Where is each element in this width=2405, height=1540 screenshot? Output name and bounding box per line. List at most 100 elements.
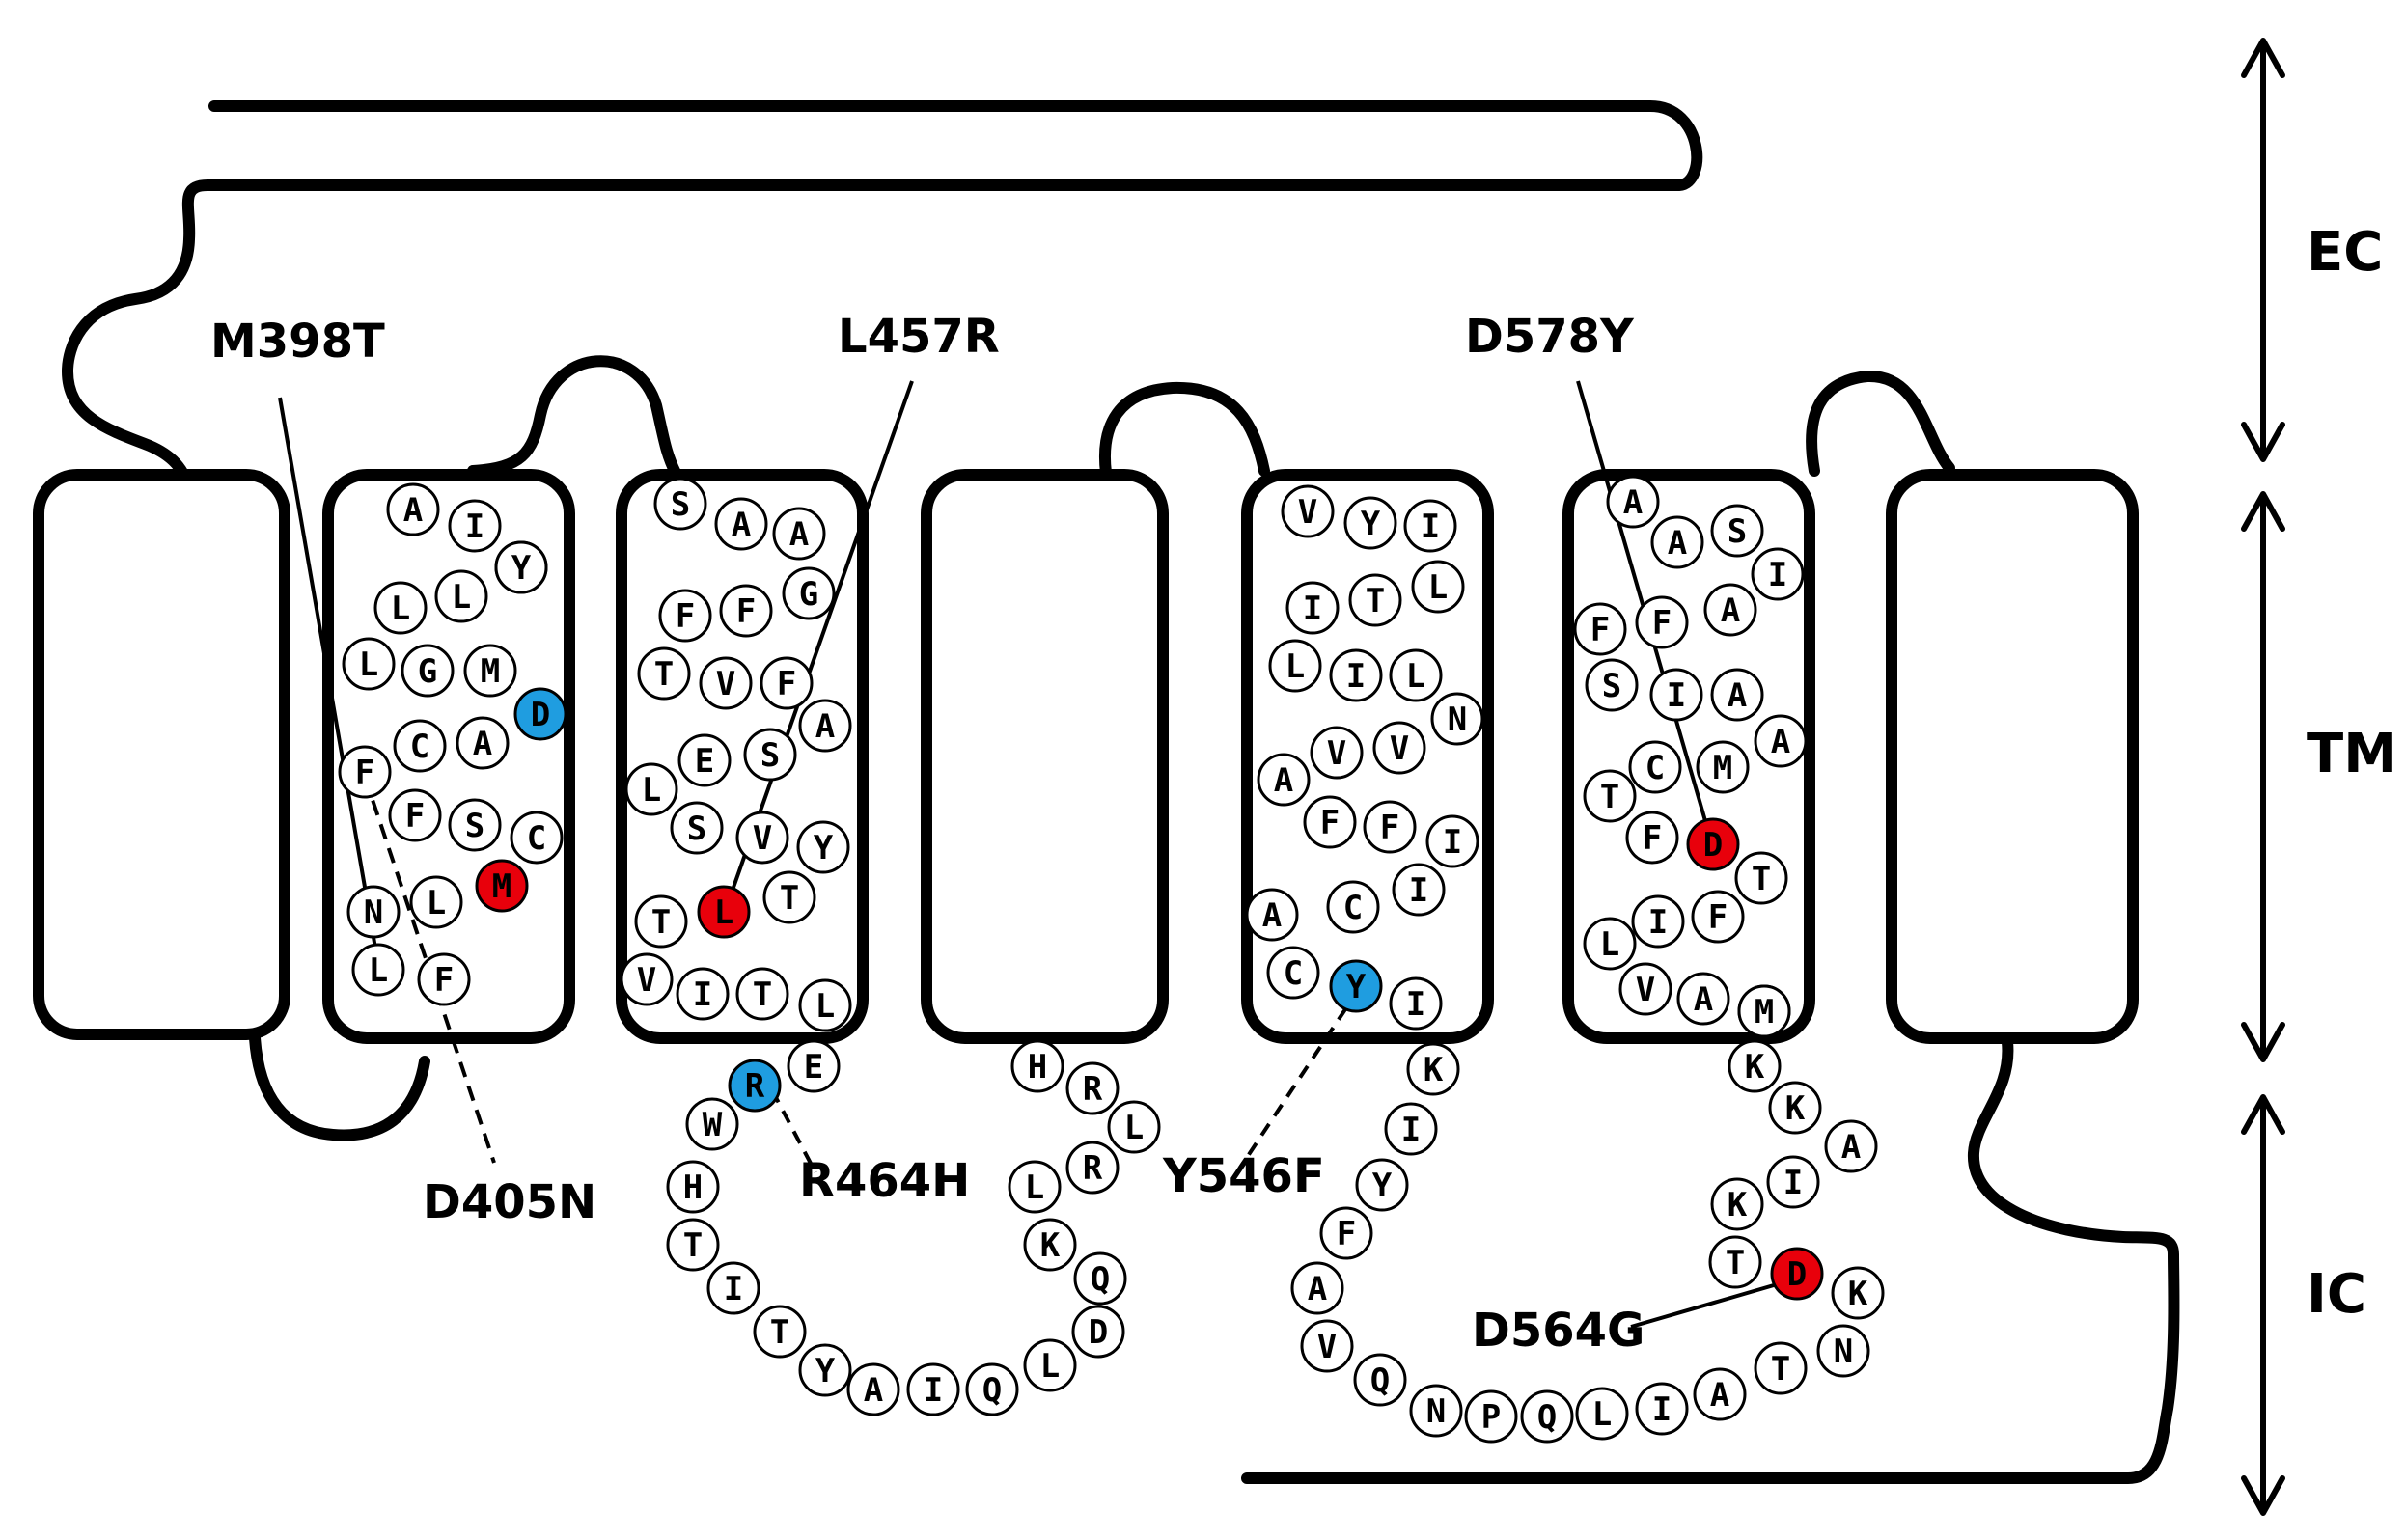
residue-letter: R [1083,1070,1103,1109]
residues: AILLLYLGMDFCAFSCNLMLFSAAFFGTVFALESSVYTLT… [338,475,1885,1444]
residue-tm3-3: F [658,589,712,643]
residue-circle [448,798,502,852]
residue-ic2-4: T [666,1218,720,1272]
tm-arrow-head-top [2241,491,2285,532]
extracellular-loop-2 [467,355,681,479]
residue-circle [1023,1338,1077,1392]
residue-letter: M [481,652,500,691]
residue-circle [373,581,428,635]
residue-circle [409,875,463,929]
mutation-label-r464h: R464H [799,1154,970,1208]
residue-letter: K [1745,1048,1765,1086]
residue-circle [1754,714,1808,768]
residue-letter: L [1600,925,1619,964]
residue-letter: A [1274,761,1293,800]
residue-circle [1329,648,1383,702]
residue-tm5-16: A [1245,888,1299,942]
residue-letter: Y [1372,1167,1393,1205]
residue-circle [846,1362,900,1416]
residue-tm2-13: F [388,788,442,842]
residue-circle [401,644,455,698]
residue-tm3-16: T [634,894,688,949]
residue-circle [1703,583,1757,637]
residue-letter: V [1636,971,1655,1009]
residue-circle [463,644,517,698]
residue-circle [1520,1389,1574,1444]
residue-letter: I [1443,823,1462,862]
residue-circle [787,1039,841,1093]
residue-circle [338,745,392,799]
ic-arrow-head-top [2241,1094,2285,1135]
residue-letter: S [465,807,484,845]
residue-circle [1625,811,1679,865]
residue-tm6-20: V [1618,962,1672,1016]
residue-letter: F [777,665,796,703]
residue-letter: D [1787,1255,1807,1294]
residue-letter: Y [1361,505,1381,543]
residue-ic3-14: N [1816,1324,1870,1378]
residue-letter: L [1285,647,1305,686]
residue-circle [513,687,567,741]
ec-arrow-head-bottom [2241,422,2285,462]
residue-tm5-9: N [1430,692,1484,746]
residue-letter: A [1308,1270,1327,1308]
residue-letter: V [753,819,772,858]
tm-helix-4 [921,469,1169,1044]
residue-letter: I [1409,871,1428,910]
residue-letter: M [492,867,511,906]
ec-arrow-head-top [2241,38,2285,78]
residue-letter: C [527,819,546,858]
residue-tm5-4: T [1348,573,1402,627]
residue-ic3-11: I [1635,1382,1689,1436]
residue-circle [1023,1218,1077,1272]
residue-circle [1635,595,1689,649]
region-label-ec: EC [2307,221,2383,284]
residue-circle [351,943,405,997]
residue-circle [782,566,836,620]
residue-tm3-2: A [772,507,826,561]
residue-letter: N [364,894,383,932]
residue-tm3-8: F [760,656,814,710]
residue-tm5-7: I [1329,648,1383,702]
residue-tm5-20: Y [1329,959,1383,1013]
residue-circle [1257,753,1311,807]
residue-tm3-21: T [735,967,789,1021]
residue-letter: A [789,515,809,554]
residue-tm3-7: V [699,656,753,710]
residue-circle [658,589,712,643]
residue-circle [1628,740,1682,794]
residue-circle [772,507,826,561]
residue-letter: H [1028,1048,1047,1086]
residue-tm2-9: D [513,687,567,741]
residue-letter: V [1390,729,1409,768]
residue-circle [1831,1266,1885,1320]
residue-tm5-8: L [1389,648,1443,702]
residue-letter: T [1752,860,1771,898]
residue-ic3-17: T [1708,1235,1762,1289]
region-label-tm: TM [2307,723,2397,785]
residue-letter: T [770,1313,789,1352]
residue-circle [1464,1389,1518,1444]
residue-tm5-5: L [1411,560,1465,614]
residue-letter: R [1083,1149,1103,1188]
residue-letter: Q [1370,1361,1390,1400]
residue-letter: K [1785,1089,1806,1128]
residue-letter: V [1327,734,1346,773]
residue-letter: I [924,1371,943,1410]
residue-letter: T [1726,1244,1745,1282]
residue-tm3-19: V [620,952,674,1006]
residue-letter: A [1694,980,1713,1019]
residue-tm5-15: I [1425,814,1479,868]
residue-letter: I [1768,556,1787,594]
mutation-label-l457r: L457R [838,310,1000,364]
residue-tm3-17: L [697,885,751,939]
residue-tm2-12: A [456,716,510,770]
residue-tm5-1: Y [1343,496,1397,550]
residue-tm2-19: L [351,943,405,997]
residue-ic3-12: A [1693,1367,1747,1421]
residue-ic3-18: K [1710,1177,1764,1231]
residue-tm3-14: V [735,811,789,865]
residue-tm6-22: M [1737,984,1791,1038]
residue-tm3-13: S [670,801,724,855]
residue-tm6-3: I [1751,547,1805,601]
